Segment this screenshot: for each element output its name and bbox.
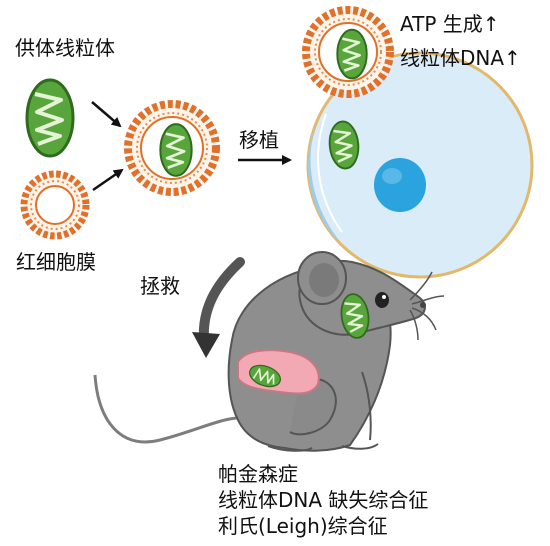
disease-label: 利氏(Leigh)综合征 bbox=[218, 514, 388, 538]
docking-vesicle bbox=[302, 6, 394, 98]
recipient-cell bbox=[306, 51, 534, 279]
liver-mitochondrion bbox=[249, 364, 281, 388]
arrow-mito-to-vesicle bbox=[91, 101, 122, 128]
label-transplant: 移植 bbox=[239, 128, 279, 152]
label-donor-mitochondria: 供体线粒体 bbox=[15, 36, 115, 60]
label-mtdna-increase: 线粒体DNA↑ bbox=[400, 46, 521, 70]
mouse-illustration bbox=[93, 251, 445, 452]
mitochondrion-icon bbox=[25, 78, 75, 158]
donor-mitochondrion bbox=[25, 78, 75, 158]
label-red-cell-membrane: 红细胞膜 bbox=[16, 250, 96, 274]
brain-mitochondrion bbox=[340, 293, 370, 339]
internalized-mitochondrion bbox=[328, 120, 360, 170]
arrow-membrane-to-vesicle bbox=[92, 168, 124, 192]
disease-label: 线粒体DNA 缺失综合征 bbox=[218, 488, 429, 512]
membrane-coated-mitochondrion bbox=[124, 100, 220, 196]
label-atp-increase: ATP 生成↑ bbox=[400, 12, 500, 36]
nucleus bbox=[374, 158, 426, 212]
disease-label: 帕金森症 bbox=[218, 462, 298, 486]
mouse-whiskers bbox=[409, 271, 445, 341]
rescue-arrow bbox=[192, 257, 245, 358]
mouse-eye bbox=[375, 292, 389, 308]
label-rescue: 拯救 bbox=[140, 274, 180, 298]
mouse-tail bbox=[93, 374, 251, 444]
red-cell-membrane-vesicle bbox=[20, 170, 90, 240]
